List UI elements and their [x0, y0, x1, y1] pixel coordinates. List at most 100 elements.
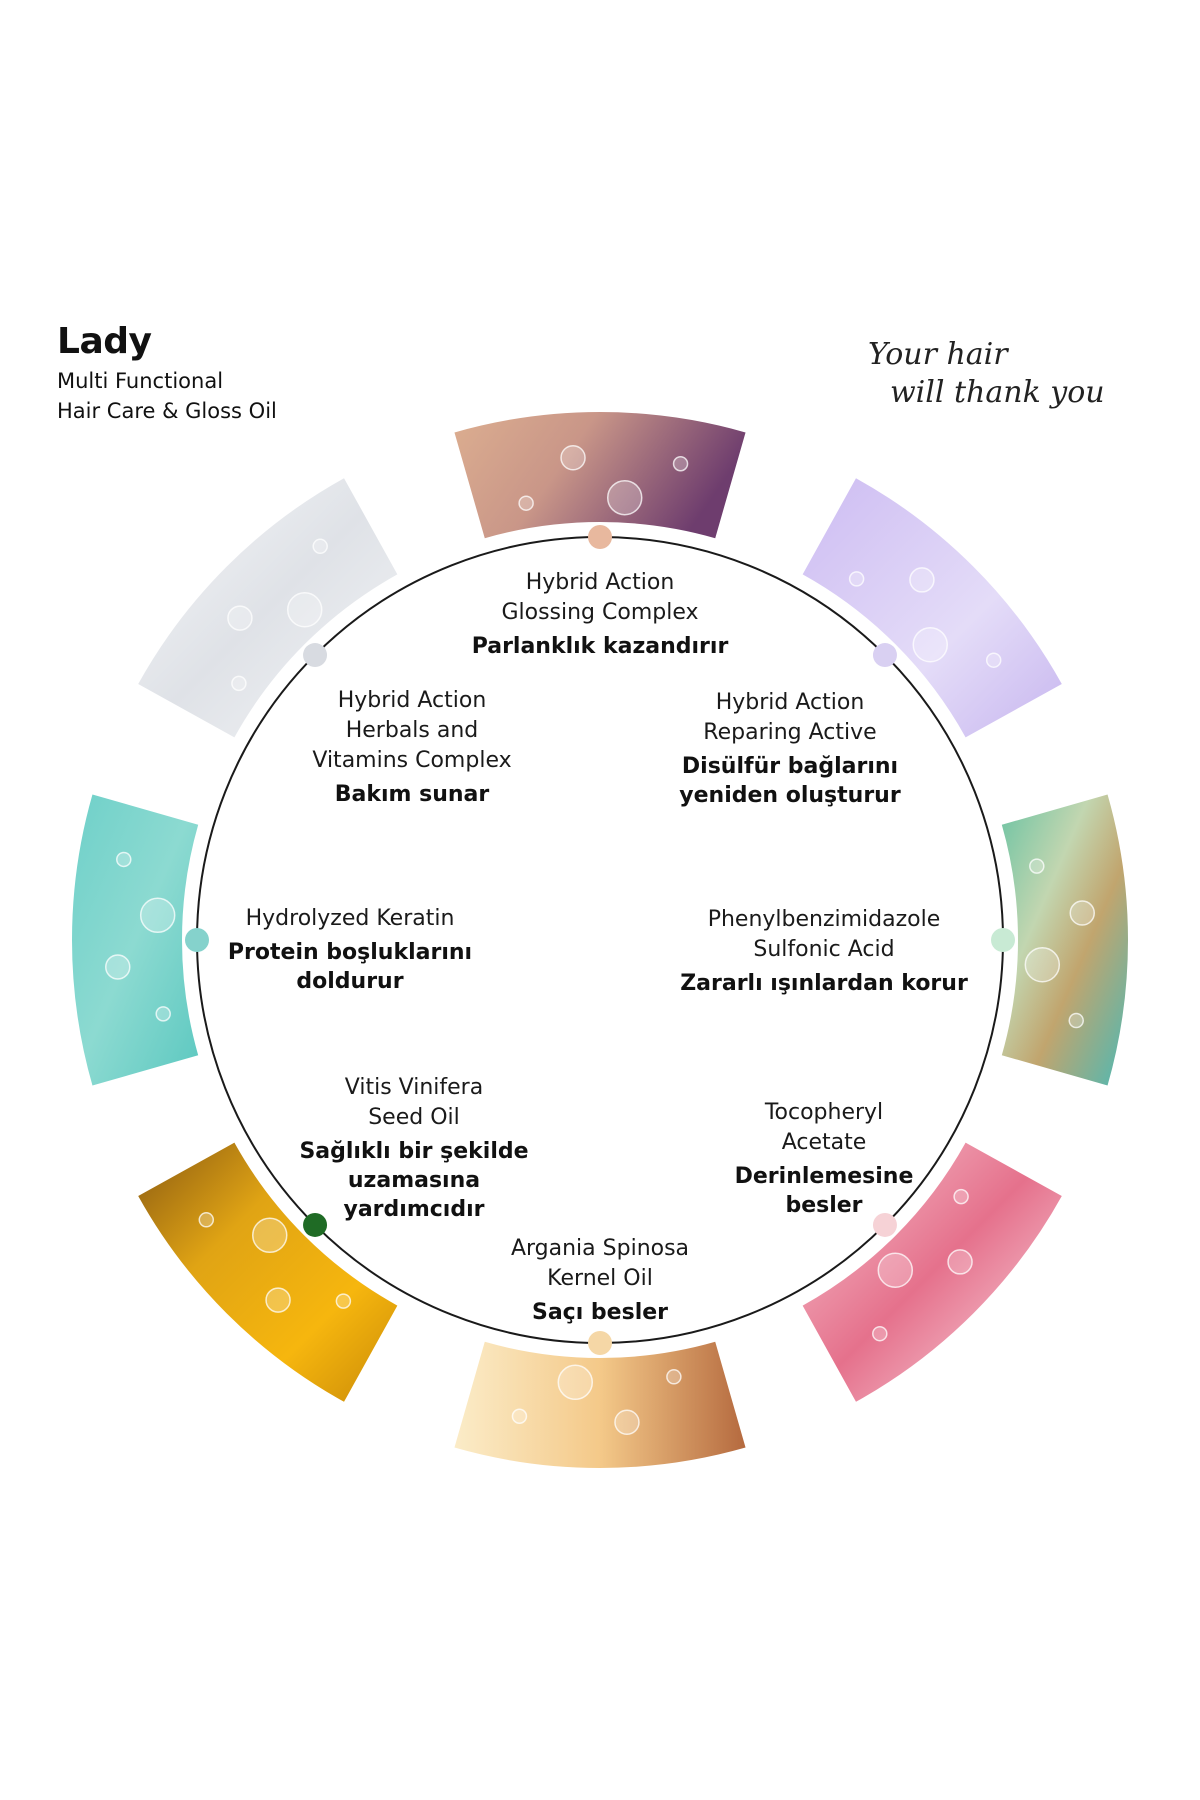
benefit-line: besler: [785, 1193, 863, 1218]
bubble-sulfonic: [1069, 900, 1095, 926]
bubble-keratin: [155, 1006, 171, 1022]
benefit-line: Saçı besler: [531, 1300, 669, 1325]
dot-reparing: [872, 643, 897, 668]
ingredient-line: Reparing Active: [703, 720, 877, 745]
ingredient-line: Phenylbenzimidazole: [707, 907, 941, 932]
bubble-sulfonic: [1024, 946, 1061, 983]
label-vitis: Vitis Vinifera Seed Oil Sağlıklı bir şek…: [299, 1073, 528, 1224]
segment-argania: [454, 1341, 746, 1468]
dot-argania: [588, 1331, 612, 1355]
bubble-herbals: [312, 538, 328, 555]
benefit-line: Disülfür bağlarını: [681, 754, 899, 779]
ingredient-name: Hydrolyzed Keratin: [228, 904, 472, 934]
ingredient-line: Glossing Complex: [501, 600, 699, 625]
label-sulfonic: Phenylbenzimidazole Sulfonic Acid Zararl…: [680, 905, 968, 998]
ingredient-name: Hybrid Action Reparing Active: [679, 688, 900, 748]
ingredient-line: Herbals and: [345, 718, 479, 743]
segment-tocopheryl: [802, 1142, 1062, 1402]
bubble-tocopheryl: [953, 1188, 969, 1205]
bubble-glossing: [560, 445, 586, 471]
dot-vitis: [303, 1212, 328, 1237]
label-glossing: Hybrid Action Glossing Complex Parlanklı…: [472, 568, 729, 661]
benefit-line: doldurur: [296, 969, 404, 994]
benefit-line: yardımcıdır: [343, 1197, 485, 1222]
bubble-tocopheryl: [877, 1252, 914, 1288]
bubble-tocopheryl: [872, 1325, 888, 1342]
benefit-line: Zararlı ışınlardan korur: [680, 971, 968, 996]
label-tocopheryl: Tocopheryl Acetate Derinlemesine besler: [735, 1098, 914, 1220]
ingredient-line: Argania Spinosa: [510, 1236, 690, 1261]
benefit-text: Bakım sunar: [312, 780, 511, 809]
bubble-reparing: [909, 567, 935, 593]
segment-keratin: [71, 794, 199, 1086]
bubble-reparing: [912, 626, 948, 663]
ingredient-line: Seed Oil: [368, 1105, 460, 1130]
bubble-argania: [511, 1408, 528, 1424]
bubble-reparing: [848, 571, 865, 587]
bubble-argania: [666, 1369, 682, 1385]
bubble-sulfonic: [1068, 1012, 1084, 1029]
ingredient-line: Vitamins Complex: [312, 748, 512, 773]
bubble-glossing: [672, 456, 689, 472]
benefit-text: Zararlı ışınlardan korur: [680, 969, 968, 998]
ingredient-line: Hybrid Action: [525, 570, 675, 595]
brand-block: Lady Multi Functional Hair Care & Gloss …: [57, 322, 277, 426]
brand-title: Lady: [57, 321, 152, 362]
benefit-text: Parlanklık kazandırır: [472, 632, 729, 661]
tagline-line-1: Your hair: [868, 337, 1008, 372]
benefit-line: Protein boşluklarını: [227, 940, 473, 965]
brand-subtitle: Multi Functional Hair Care & Gloss Oil: [57, 366, 277, 426]
ingredient-line: Kernel Oil: [547, 1266, 653, 1291]
bubble-tocopheryl: [947, 1249, 973, 1275]
label-herbals: Hybrid Action Herbals and Vitamins Compl…: [312, 686, 511, 809]
tagline: Your hair will thank you: [868, 336, 1168, 412]
benefit-text: Derinlemesine besler: [735, 1162, 914, 1220]
benefit-line: yeniden oluşturur: [679, 783, 901, 808]
ingredient-name: Hybrid Action Herbals and Vitamins Compl…: [312, 686, 511, 776]
bubble-vitis: [252, 1217, 288, 1254]
image-segments: [71, 411, 1128, 1468]
bubble-keratin: [139, 897, 176, 934]
label-keratin: Hydrolyzed Keratin Protein boşluklarını …: [228, 904, 472, 996]
bubble-vitis: [335, 1293, 352, 1309]
bubble-vitis: [198, 1212, 215, 1228]
segment-glossing: [454, 411, 746, 539]
ingredient-line: Tocopheryl: [764, 1100, 884, 1125]
ingredient-name: Tocopheryl Acetate: [735, 1098, 914, 1158]
dot-herbals: [303, 643, 328, 668]
ingredient-line: Vitis Vinifera: [344, 1075, 484, 1100]
ingredient-line: Sulfonic Acid: [753, 937, 895, 962]
bubble-argania: [557, 1364, 594, 1401]
benefit-line: uzamasına: [347, 1168, 481, 1193]
segment-sulfonic: [1001, 794, 1128, 1086]
segment-vitis: [138, 1142, 398, 1402]
benefit-line: Derinlemesine: [734, 1164, 914, 1189]
tagline-line-2: will thank you: [890, 375, 1105, 410]
bubble-herbals: [286, 592, 323, 628]
bubble-keratin: [116, 851, 132, 868]
bubble-sulfonic: [1029, 858, 1045, 874]
ingredient-line: Hydrolyzed Keratin: [245, 906, 455, 931]
dot-glossing: [588, 525, 612, 549]
bubble-glossing: [518, 495, 534, 511]
ingredient-line: Hybrid Action: [337, 688, 487, 713]
bubble-vitis: [265, 1287, 291, 1313]
label-argania: Argania Spinosa Kernel Oil Saçı besler: [511, 1234, 689, 1327]
benefit-line: Sağlıklı bir şekilde: [299, 1139, 529, 1164]
benefit-text: Protein boşluklarını doldurur: [228, 938, 472, 996]
segment-herbals: [138, 478, 398, 738]
benefit-line: Bakım sunar: [334, 782, 490, 807]
bubble-herbals: [231, 675, 247, 692]
ingredient-name: Hybrid Action Glossing Complex: [472, 568, 729, 628]
bubble-keratin: [105, 954, 131, 980]
segment-reparing: [802, 478, 1062, 738]
benefit-text: Disülfür bağlarını yeniden oluşturur: [679, 752, 900, 810]
bubble-glossing: [606, 479, 643, 516]
ingredient-line: Acetate: [781, 1130, 867, 1155]
benefit-text: Sağlıklı bir şekilde uzamasına yardımcıd…: [299, 1137, 528, 1224]
benefit-text: Saçı besler: [511, 1298, 689, 1327]
dot-tocopheryl: [872, 1212, 897, 1237]
label-reparing: Hybrid Action Reparing Active Disülfür b…: [679, 688, 900, 810]
